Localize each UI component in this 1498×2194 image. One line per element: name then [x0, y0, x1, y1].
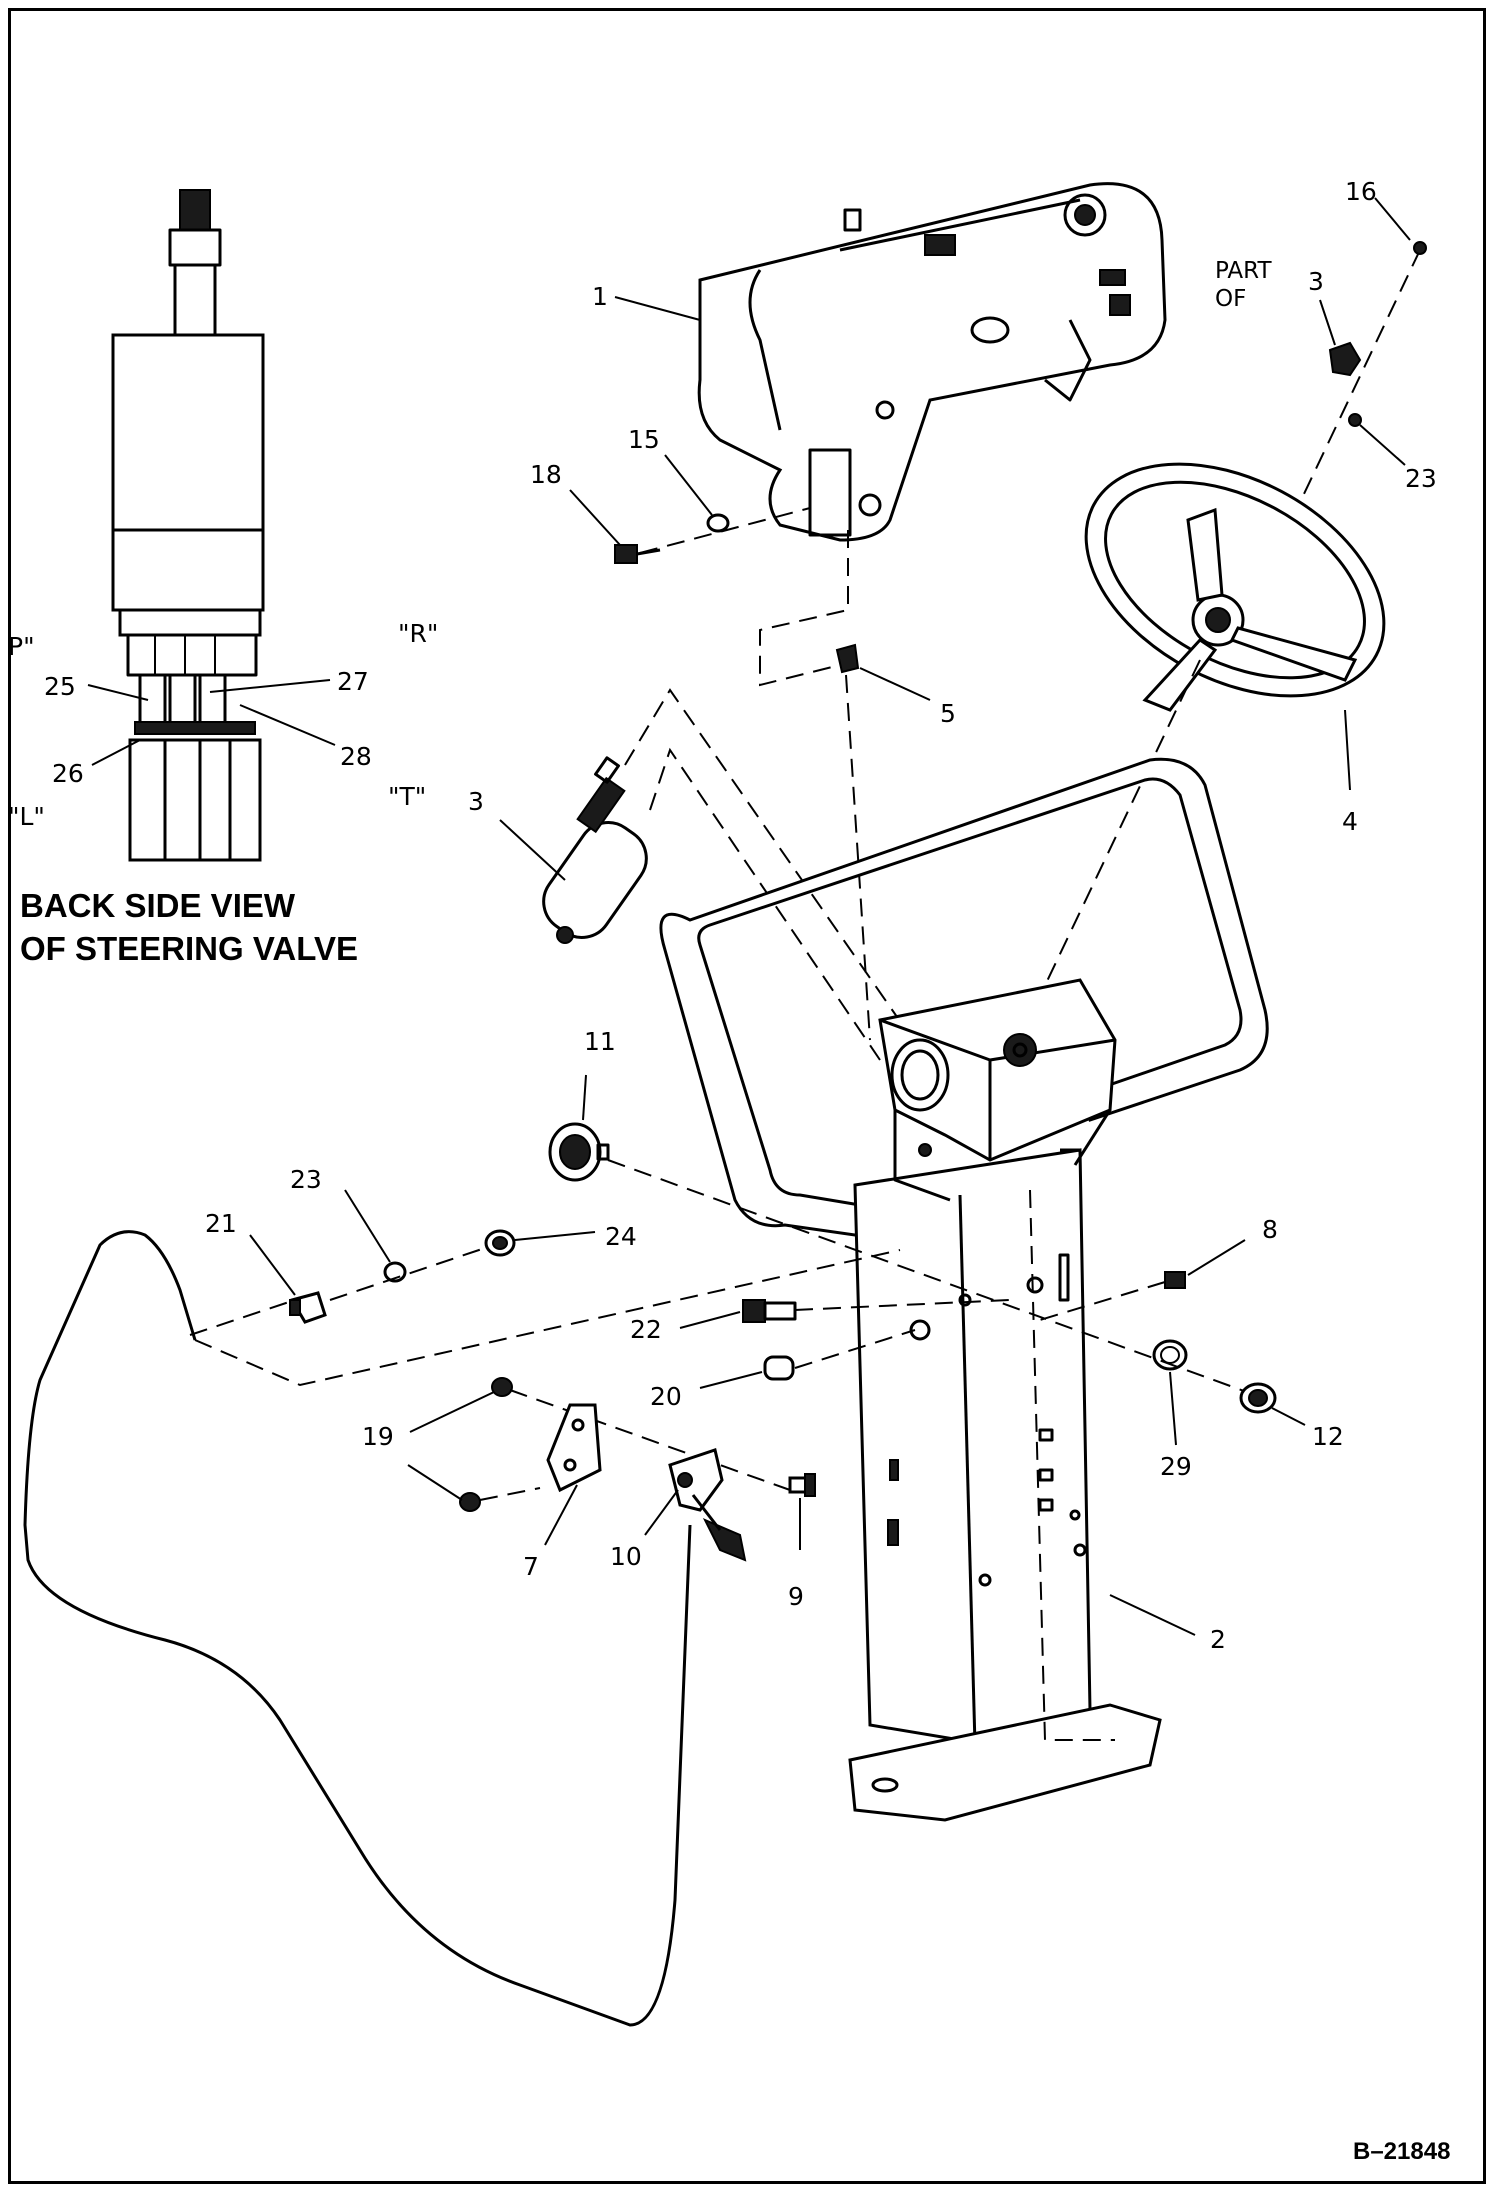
washer-15 — [706, 513, 730, 533]
callout-8: 8 — [1262, 1215, 1278, 1244]
callout-7: 7 — [523, 1552, 539, 1581]
nut-12 — [1239, 1382, 1277, 1414]
inset-caption-line1: BACK SIDE VIEW — [20, 887, 296, 924]
bolt-18 — [614, 544, 661, 564]
washer-23 — [383, 1261, 407, 1283]
callout-21: 21 — [205, 1209, 237, 1238]
figure-id: B–21848 — [1353, 2138, 1450, 2165]
plug-20 — [763, 1355, 795, 1381]
horn-11 — [548, 1122, 610, 1182]
part-of-line2: OF — [1215, 286, 1246, 312]
bolt-22 — [742, 1299, 797, 1323]
port-p-label: P" — [8, 632, 35, 661]
port-r-label: "R" — [398, 619, 438, 648]
port-l-label: "L" — [8, 802, 45, 831]
drawing-frame — [8, 8, 1486, 2184]
callout-20: 20 — [650, 1382, 682, 1411]
callout-29: 29 — [1160, 1452, 1192, 1481]
handle-frame — [659, 757, 1269, 1242]
callout-11: 11 — [584, 1027, 616, 1056]
callout-2: 2 — [1210, 1625, 1226, 1654]
callout-5: 5 — [940, 699, 956, 728]
steering-wheel-4 — [1084, 462, 1386, 712]
bracket-21 — [289, 1291, 327, 1324]
callout-23-left: 23 — [290, 1165, 322, 1194]
callout-23-top: 23 — [1405, 464, 1437, 493]
steering-valve-inset — [87, 189, 336, 862]
bracket-7 — [546, 1403, 602, 1493]
callout-22: 22 — [630, 1315, 662, 1344]
callout-4: 4 — [1342, 807, 1358, 836]
callout-12: 12 — [1312, 1422, 1344, 1451]
nut-24 — [484, 1229, 516, 1257]
o-ring-29 — [1152, 1339, 1188, 1371]
cable — [23, 1230, 692, 2027]
callout-25: 25 — [44, 672, 76, 701]
callout-16: 16 — [1345, 177, 1377, 206]
callout-3-top: 3 — [1308, 267, 1324, 296]
part-of-line1: PART — [1215, 258, 1272, 284]
port-t-label: "T" — [388, 782, 426, 811]
screw-9 — [788, 1473, 816, 1497]
callout-28: 28 — [340, 742, 372, 771]
clip-5 — [835, 643, 860, 674]
inset-caption-line2: OF STEERING VALVE — [20, 930, 358, 967]
callout-24: 24 — [605, 1222, 637, 1251]
column-2 — [848, 1148, 1162, 1822]
callout-1: 1 — [592, 282, 608, 311]
callout-18: 18 — [530, 460, 562, 489]
nut-19-lower — [459, 1492, 481, 1512]
instrument-pod — [697, 182, 1167, 542]
callout-19: 19 — [362, 1422, 394, 1451]
solenoid-3 — [542, 756, 648, 944]
callout-27: 27 — [337, 667, 369, 696]
switch-10 — [668, 1448, 747, 1562]
callout-15: 15 — [628, 425, 660, 454]
nut-19-upper — [491, 1377, 513, 1397]
callout-3-solenoid: 3 — [468, 787, 484, 816]
bolt-8 — [1164, 1271, 1186, 1289]
callout-26: 26 — [52, 759, 84, 788]
callout-9: 9 — [788, 1582, 804, 1611]
column-head-bracket — [878, 978, 1117, 1202]
callout-10: 10 — [610, 1542, 642, 1571]
